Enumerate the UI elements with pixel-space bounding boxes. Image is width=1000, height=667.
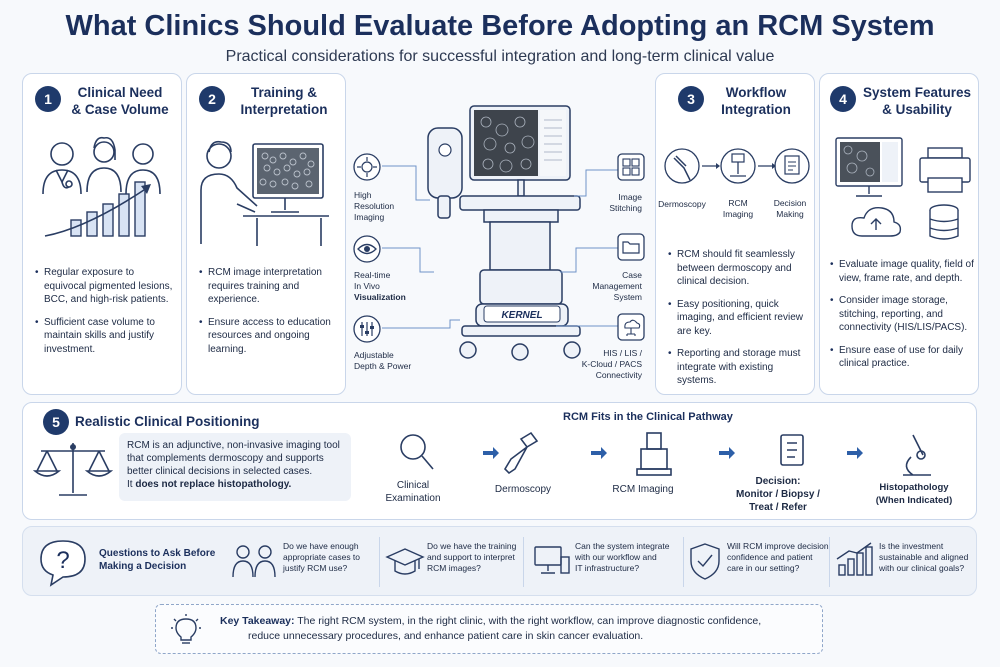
panel-title-positioning: Realistic Clinical Positioning <box>75 414 260 429</box>
pathway-step-rcm-imaging: RCM Imaging <box>612 484 674 495</box>
lightbulb-icon <box>171 614 201 644</box>
panel-positioning: 5 Realistic Clinical Positioning RCM is … <box>22 402 977 520</box>
bullet-item: Evaluate image quality, field of view, f… <box>830 258 974 285</box>
positioning-text: RCM is an adjunctive, non-invasive imagi… <box>127 440 340 477</box>
people-icon <box>232 545 276 578</box>
device-brand-label: KERNEL <box>501 310 542 321</box>
divider <box>829 537 830 587</box>
positioning-text-pre: It <box>127 479 136 490</box>
bullet-item: Regular exposure to equivocal pigmented … <box>35 266 177 307</box>
workflow-flow-icons <box>664 148 810 184</box>
folder-icon <box>617 233 645 261</box>
key-takeaway-box: Key Takeaway: The right RCM system, in t… <box>155 604 823 654</box>
system-hardware-icons <box>835 137 971 240</box>
pathway-step-examination: Clinical Examination <box>385 480 441 504</box>
step-number-3: 3 <box>678 86 704 112</box>
pathway-step-histopathology: Histopathology (When Indicated) <box>875 482 953 506</box>
panel-training: 2 Training & Interpretation RCM image in… <box>186 73 346 395</box>
clinicians-growth-icon <box>42 136 161 237</box>
panel-title-clinical-need: Clinical Need & Case Volume <box>71 85 169 117</box>
divider <box>683 537 684 587</box>
workflow-step-rcm: RCM Imaging <box>722 198 754 219</box>
question-integration: Can the system integrate with our workfl… <box>575 541 670 573</box>
shield-check-icon <box>690 543 720 580</box>
step-number-4: 4 <box>830 86 856 112</box>
positioning-text-bold: does not replace histopathology. <box>135 479 292 490</box>
divider <box>379 537 380 587</box>
computer-network-icon <box>534 546 570 574</box>
panel-title-system-features: System Features & Usability <box>862 85 972 117</box>
svg-text:?: ? <box>56 547 69 574</box>
page-subtitle: Practical considerations for successful … <box>225 48 775 65</box>
pathway-step-dermoscopy: Dermoscopy <box>494 484 552 495</box>
bullets-system-features: Evaluate image quality, field of view, f… <box>830 258 974 380</box>
pathway-title: RCM Fits in the Clinical Pathway <box>563 411 733 423</box>
step-number-5: 5 <box>43 409 69 435</box>
graduation-cap-icon <box>385 548 425 575</box>
bullets-workflow: RCM should fit seamlessly between dermos… <box>668 248 810 397</box>
pathway-icons <box>400 431 931 476</box>
cloud-network-icon <box>617 313 645 341</box>
key-takeaway-line1: The right RCM system, in the right clini… <box>294 615 762 627</box>
step-number-2: 2 <box>199 86 225 112</box>
bullet-item: Ensure access to education resources and… <box>199 316 341 357</box>
bullets-clinical-need: Regular exposure to equivocal pigmented … <box>35 266 177 365</box>
panel-workflow: 3 Workflow Integration Dermoscopy RCM Im… <box>655 73 815 395</box>
bullet-item: Easy positioning, quick imaging, and eff… <box>668 298 810 339</box>
bullet-item: Ensure ease of use for daily clinical pr… <box>830 344 974 371</box>
bullet-item: RCM image interpretation requires traini… <box>199 266 341 307</box>
question-investment: Is the investment sustainable and aligne… <box>879 541 969 573</box>
bullets-training: RCM image interpretation requires traini… <box>199 266 341 365</box>
feature-connectors <box>382 165 618 329</box>
rcm-device-illustration: KERNEL <box>427 105 581 361</box>
key-takeaway-line2: reduce unnecessary procedures, and enhan… <box>248 630 644 642</box>
bullet-item: Reporting and storage must integrate wit… <box>668 347 810 388</box>
stitching-icon <box>617 153 645 181</box>
divider <box>523 537 524 587</box>
question-training: Do we have the training and support to i… <box>427 541 517 573</box>
growth-chart-icon <box>836 542 873 576</box>
panel-system-features: 4 System Features & Usability Evaluate i… <box>819 73 979 395</box>
positioning-callout: RCM is an adjunctive, non-invasive imagi… <box>119 433 351 501</box>
question-case-volume: Do we have enough appropriate cases to j… <box>283 541 361 573</box>
questions-band: ? Questions to Ask Before Making a Decis… <box>22 526 977 596</box>
balance-scale-icon <box>33 443 113 496</box>
step-number-1: 1 <box>35 86 61 112</box>
questions-heading: Questions to Ask Before Making a Decisio… <box>99 548 216 572</box>
bullet-item: Sufficient case volume to maintain skill… <box>35 316 177 357</box>
eye-icon <box>353 235 381 263</box>
key-takeaway-label: Key Takeaway: <box>220 615 295 627</box>
panel-clinical-need: 1 Clinical Need & Case Volume Regular ex… <box>22 73 182 395</box>
bullet-item: RCM should fit seamlessly between dermos… <box>668 248 810 289</box>
question-mark-icon: ? <box>40 540 86 587</box>
key-takeaway-text: Key Takeaway: The right RCM system, in t… <box>220 614 820 644</box>
high-resolution-icon <box>353 153 381 181</box>
workflow-step-decision: Decision Making <box>773 198 807 219</box>
workflow-step-dermoscopy: Dermoscopy <box>658 199 706 209</box>
pathway-step-decision: Decision: Monitor / Biopsy / Treat / Ref… <box>736 476 820 513</box>
question-confidence: Will RCM improve decision confidence and… <box>727 541 829 573</box>
panel-title-workflow: Workflow Integration <box>721 85 791 117</box>
bullet-item: Consider image storage, stitching, repor… <box>830 294 974 335</box>
panel-title-training: Training & Interpretation <box>240 85 328 117</box>
clinician-workstation-icon <box>200 140 329 246</box>
page-title: What Clinics Should Evaluate Before Adop… <box>65 10 935 42</box>
sliders-icon <box>353 315 381 343</box>
